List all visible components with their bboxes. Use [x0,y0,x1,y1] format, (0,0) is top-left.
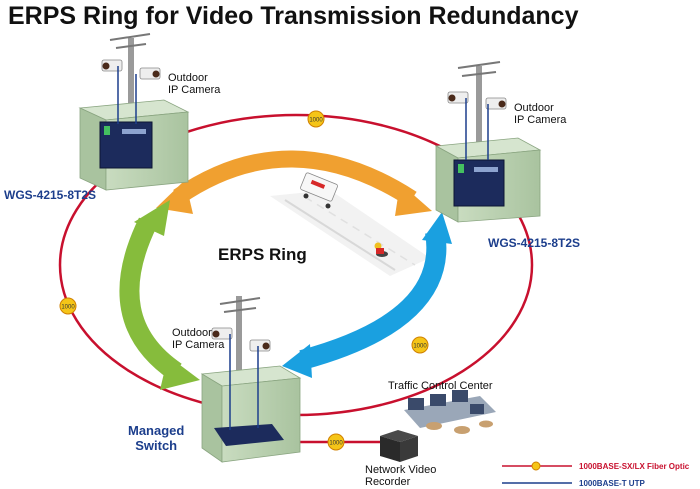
right-switch-model: WGS-4215-8T2S [488,236,581,250]
link-badge: 1000 [411,336,429,354]
link-badge: 1000 [307,110,325,128]
left-cabinet [78,33,190,191]
road-scene [270,172,430,276]
camera-icon [211,327,233,340]
right-cabinet [434,61,542,223]
bottom-cabinet [200,296,302,463]
svg-text:1000: 1000 [329,441,343,447]
camera-label-line1: Outdoor [168,72,208,84]
nvr-label: Network Video Recorder [365,464,436,488]
camera-icon [101,59,123,72]
blue-arrow-head-bottom [282,344,312,378]
bottom-camera-label: Outdoor IP Camera [172,327,224,351]
managed-switch-line2: Switch [135,438,178,453]
ring-label: ERPS Ring [218,245,307,264]
green-arrow-head-top [134,200,170,236]
ambulance-icon [300,172,338,209]
orange-arrow-shaft [173,150,417,207]
left-switch-model: WGS-4215-8T2S [4,188,97,202]
camera-label-line1: Outdoor [172,327,212,339]
green-arrow-head-bottom [160,356,200,390]
blue-arrow-head-top [422,212,452,244]
right-camera-label: Outdoor IP Camera [514,102,566,126]
nvr-label-line2: Recorder [365,476,411,488]
svg-text:1000: 1000 [413,344,427,350]
link-badge: 1000 [59,297,77,315]
diagram-title: ERPS Ring for Video Transmission Redunda… [8,2,579,30]
left-camera-label: Outdoor IP Camera [168,72,220,96]
orange-arrow-head-right [395,183,432,216]
traffic-control-label: Traffic Control Center [388,380,493,392]
green-arrow-shaft [119,217,182,381]
camera-label-line2: IP Camera [172,339,225,351]
link-badge: 1000 [327,433,345,451]
camera-icon [139,67,161,80]
camera-label-line2: IP Camera [514,114,567,126]
legend-utp-label: 1000BASE-T UTP [579,479,645,488]
svg-text:1000: 1000 [61,305,75,311]
managed-switch-label: Managed Switch [128,423,184,453]
camera-label-line1: Outdoor [514,102,554,114]
switch-icon [214,424,284,446]
camera-label-line2: IP Camera [168,84,221,96]
svg-text:1000: 1000 [309,118,323,124]
camera-icon [485,97,507,110]
camera-icon [249,339,271,352]
camera-icon [447,91,469,104]
nvr-label-line1: Network Video [365,464,437,476]
legend-fiber-label: 1000BASE-SX/LX Fiber Optic [579,462,690,471]
traffic-control-center-icon [404,390,496,434]
managed-switch-line1: Managed [128,423,185,438]
legend-fiber-badge [531,461,541,471]
blue-arrow-shaft [299,230,447,370]
motorcycle-icon [374,242,388,257]
nvr-icon [380,430,418,462]
